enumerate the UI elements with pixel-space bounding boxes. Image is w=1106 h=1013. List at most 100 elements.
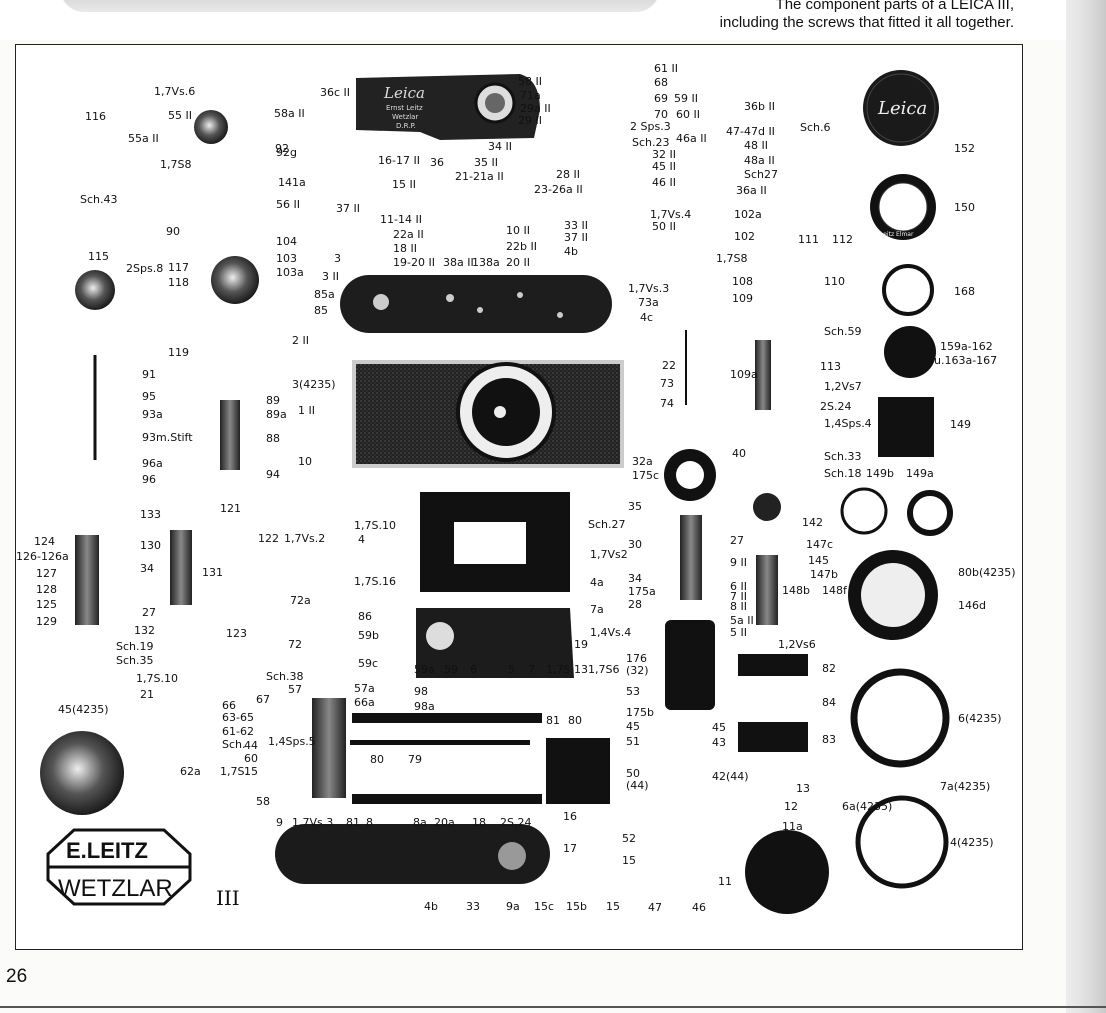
callout: 35 II bbox=[474, 156, 498, 169]
callout: 19 bbox=[574, 638, 588, 651]
callout: 102a bbox=[734, 208, 762, 221]
callout: 1,7S8 bbox=[716, 252, 747, 265]
callout: 2S,24 bbox=[500, 816, 531, 829]
callout: 23-26a II bbox=[534, 183, 583, 196]
callout: 2S.24 bbox=[820, 400, 851, 413]
callout: 9 II bbox=[730, 556, 747, 569]
callout: 60 II bbox=[676, 108, 700, 121]
callout: 96a bbox=[142, 457, 163, 470]
callout: 142 bbox=[802, 516, 823, 529]
callout: 1 II bbox=[298, 404, 315, 417]
callout: 159a-162 bbox=[940, 340, 993, 353]
shutter-block-part bbox=[416, 608, 574, 678]
callout: 128 bbox=[36, 583, 57, 596]
callout: 1,4Vs.4 bbox=[590, 626, 631, 639]
callout: 2 II bbox=[292, 334, 309, 347]
callout: 122 bbox=[258, 532, 279, 545]
callout: 45 II bbox=[652, 160, 676, 173]
callout: 95 bbox=[142, 390, 156, 403]
callout: 42(44) bbox=[712, 770, 749, 783]
callout: 46 bbox=[692, 901, 706, 914]
callout: 90 bbox=[166, 225, 180, 238]
ring-6-part bbox=[850, 668, 950, 768]
shutter-crate-part bbox=[420, 492, 570, 592]
callout: 141a bbox=[278, 176, 306, 189]
callout: Sch.18 bbox=[824, 467, 862, 480]
callout: 1,4Sps.5 bbox=[268, 735, 316, 748]
callout: 33 II bbox=[564, 219, 588, 232]
callout: 1,7S. bbox=[220, 765, 248, 778]
callout: 46 II bbox=[652, 176, 676, 189]
callout: 50 II bbox=[652, 220, 676, 233]
callout: 33 bbox=[466, 900, 480, 913]
callout: 73 bbox=[660, 377, 674, 390]
callout: 22a II bbox=[393, 228, 424, 241]
callout: 17 bbox=[563, 842, 577, 855]
callout: 112 bbox=[832, 233, 853, 246]
callout: 8a bbox=[413, 816, 427, 829]
callout: 47-47d II bbox=[726, 125, 775, 138]
callout: 113 bbox=[820, 360, 841, 373]
callout: 1,7Vs.6 bbox=[154, 85, 195, 98]
callout: 11a bbox=[782, 820, 803, 833]
callout: 111 bbox=[798, 233, 819, 246]
callout: 6(4235) bbox=[958, 712, 1002, 725]
callout: 109a bbox=[730, 368, 758, 381]
drive-housing-part bbox=[546, 738, 610, 804]
callout: 1,7Vs.4 bbox=[650, 208, 691, 221]
callout: 145 bbox=[808, 554, 829, 567]
callout: 73a bbox=[638, 296, 659, 309]
callout: 27 bbox=[142, 606, 156, 619]
callout: 147b bbox=[810, 568, 838, 581]
callout: 2 Sps.3 bbox=[630, 120, 671, 133]
cap-leica-text: Leica bbox=[877, 98, 927, 119]
callout: 37 II bbox=[564, 231, 588, 244]
callout: 147c bbox=[806, 538, 833, 551]
callout: 27 bbox=[730, 534, 744, 547]
callout: 1,4Sps.4 bbox=[824, 417, 872, 430]
callout: 18 II bbox=[393, 242, 417, 255]
callout: (32) bbox=[626, 664, 649, 677]
callout: 37 II bbox=[336, 202, 360, 215]
callout: Sch.33 bbox=[824, 450, 862, 463]
knob-55-part bbox=[194, 110, 228, 144]
callout: 61 II bbox=[654, 62, 678, 75]
callout: 149a bbox=[906, 467, 934, 480]
callout: 84 bbox=[822, 696, 836, 709]
callout: 72 bbox=[288, 638, 302, 651]
callout: 57a bbox=[354, 682, 375, 695]
shutter-gear bbox=[426, 622, 454, 650]
callout: 45 bbox=[626, 720, 640, 733]
caption-line-2: including the screws that fitted it all … bbox=[719, 14, 1014, 31]
callout: 21-21a II bbox=[455, 170, 504, 183]
callout: 1,7Vs2 bbox=[590, 548, 628, 561]
callout: 1,7Vs.2 bbox=[284, 532, 325, 545]
callout: Sch.23 bbox=[632, 136, 670, 149]
callout: 36b II bbox=[744, 100, 775, 113]
callout: 1,7S.13 bbox=[546, 663, 588, 676]
callout: 129 bbox=[36, 615, 57, 628]
callout: 98a bbox=[414, 700, 435, 713]
bottom-plate-part bbox=[275, 824, 550, 884]
callout: 175a bbox=[628, 585, 656, 598]
callout: 55 II bbox=[168, 109, 192, 122]
callout: Sch.27 bbox=[588, 518, 626, 531]
callout: 15c bbox=[534, 900, 554, 913]
callout: 152 bbox=[954, 142, 975, 155]
callout: 44 bbox=[244, 739, 258, 752]
baseplate-hole bbox=[373, 294, 389, 310]
callout: 58a II bbox=[274, 107, 305, 120]
callout: 16-17 II bbox=[378, 154, 420, 167]
callout: 3 II bbox=[322, 270, 339, 283]
spool-assembly-part bbox=[312, 698, 346, 798]
callout: 15 bbox=[622, 854, 636, 867]
callout: 67 bbox=[256, 693, 270, 706]
callout: 3 bbox=[334, 252, 341, 265]
callout: 89a bbox=[266, 408, 287, 421]
callout: 5a II bbox=[730, 614, 754, 627]
engraving-line-2: Wetzlar bbox=[392, 113, 418, 121]
callout: 85 bbox=[314, 304, 328, 317]
callout: 1,7S8 bbox=[160, 158, 191, 171]
callout: 10 bbox=[298, 455, 312, 468]
page-gutter-shadow bbox=[1066, 0, 1106, 1013]
